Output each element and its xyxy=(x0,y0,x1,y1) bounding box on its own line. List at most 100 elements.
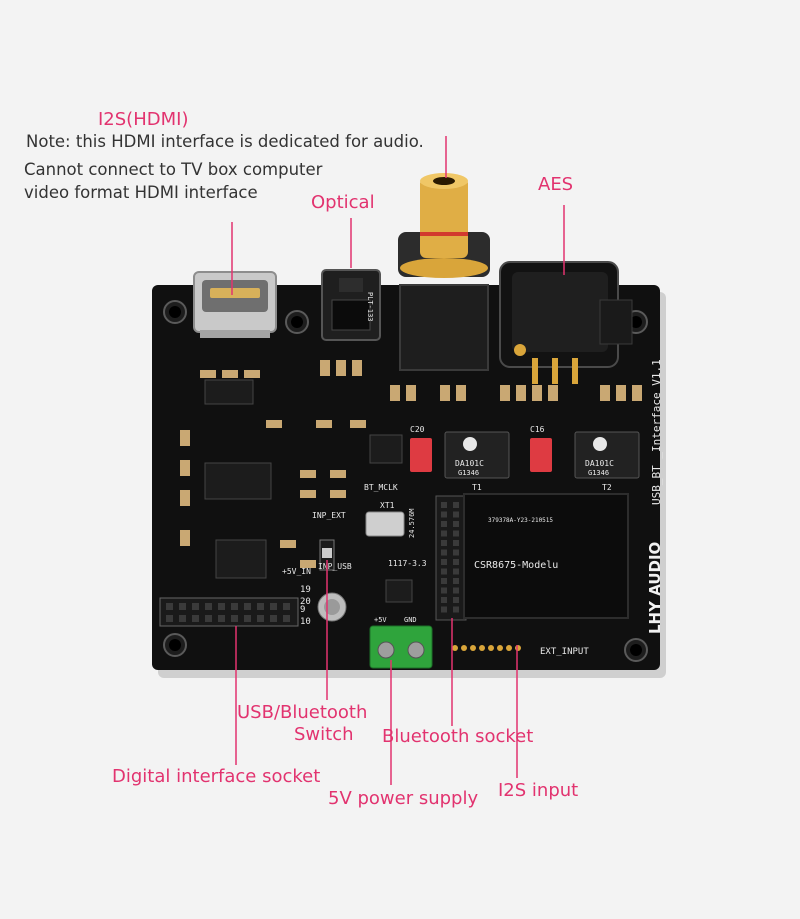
smd-components xyxy=(180,360,642,568)
ext-pin xyxy=(497,645,503,651)
cap-c16-label: C16 xyxy=(530,425,545,434)
chip2-code: G1346 xyxy=(588,469,609,477)
model-silk: USB_BT _Interface V1.1 xyxy=(650,359,663,505)
header-pin xyxy=(257,603,264,610)
pin-9: 9 xyxy=(300,605,305,615)
aes-xlr-connector xyxy=(499,261,633,384)
bt-socket-pin xyxy=(453,549,459,556)
bt-socket-pin xyxy=(453,568,459,575)
header-pin xyxy=(231,603,238,610)
inp-usb-label: INP_USB xyxy=(318,562,352,571)
term-gnd-label: GND xyxy=(404,616,417,624)
bt-socket-pin xyxy=(453,559,459,565)
callout-digital-socket: Digital interface socket xyxy=(112,766,321,787)
cap-c16 xyxy=(530,438,552,472)
cap-c20-label: C20 xyxy=(410,425,425,434)
header-pin xyxy=(270,603,277,610)
callout-usb-bt-switch-2: Switch xyxy=(294,724,354,745)
header-pin xyxy=(270,615,277,622)
power-terminal xyxy=(369,625,433,669)
header-pin xyxy=(244,615,251,622)
bt-socket-pin xyxy=(441,597,447,603)
callout-power: 5V power supply xyxy=(328,788,479,809)
ext-pin xyxy=(488,645,494,651)
note-line-1: Note: this HDMI interface is dedicated f… xyxy=(26,132,424,151)
bt-socket-header xyxy=(435,495,467,621)
bt-mclk-label: BT_MCLK xyxy=(364,483,398,492)
vin-label: +5V_IN xyxy=(282,567,311,576)
callout-optical: Optical xyxy=(311,192,375,213)
callout-aes: AES xyxy=(538,174,574,195)
callout-i2s-input: I2S input xyxy=(498,780,579,801)
xtal-freq: 24.576M xyxy=(408,508,416,538)
header-pin xyxy=(218,603,225,610)
pin-19: 19 xyxy=(300,585,311,595)
ext-pin xyxy=(470,645,476,651)
chip2-ref: T2 xyxy=(602,483,612,492)
bt-socket-pin xyxy=(441,578,447,584)
ext-input-label: EXT_INPUT xyxy=(540,647,589,657)
bt-socket-pin xyxy=(453,511,459,518)
term-5v-label: +5V xyxy=(374,616,387,624)
callout-lines xyxy=(231,136,565,785)
bt-socket-pin xyxy=(453,578,459,584)
header-pin xyxy=(231,615,238,622)
bt-socket-pin xyxy=(453,597,459,603)
chip1-code: G1346 xyxy=(458,469,479,477)
chip1-ref: T1 xyxy=(472,483,482,492)
xtal-label: XT1 xyxy=(380,501,395,510)
header-pin xyxy=(166,615,173,622)
bt-socket-pin xyxy=(441,568,447,575)
bt-socket-pin xyxy=(441,540,447,546)
chip2-label: DA101C xyxy=(585,459,614,468)
pin-10: 10 xyxy=(300,617,311,627)
bt-socket-pin xyxy=(453,502,459,508)
bt-socket-pin xyxy=(453,587,459,594)
bt-socket-pin xyxy=(441,549,447,556)
optical-silk: PLT-133 xyxy=(366,292,374,322)
brand-silk: LHY AUDIO xyxy=(646,542,664,634)
ext-pin xyxy=(479,645,485,651)
pin-20: 20 xyxy=(300,597,311,607)
bt-socket-pin xyxy=(453,521,459,527)
bt-socket-pin xyxy=(453,606,459,613)
header-pin xyxy=(192,615,199,622)
bt-socket-pin xyxy=(441,521,447,527)
bt-module-code: 379378A-Y23-210515 xyxy=(488,517,553,524)
inp-ext-label: INP_EXT xyxy=(312,511,346,520)
header-pin xyxy=(244,603,251,610)
bt-socket-pin xyxy=(441,606,447,613)
transformer-chips xyxy=(444,431,640,479)
hdmi-connector xyxy=(193,271,277,338)
bt-socket-pin xyxy=(453,530,459,537)
header-pin xyxy=(283,603,290,610)
reg-label: 1117-3.3 xyxy=(388,559,427,568)
header-pin xyxy=(205,603,212,610)
note-line-3: video format HDMI interface xyxy=(24,183,258,202)
bt-socket-pin xyxy=(453,540,459,546)
bt-socket-pin xyxy=(441,502,447,508)
callout-i2s-hdmi: I2S(HDMI) xyxy=(98,109,189,130)
chip1-label: DA101C xyxy=(455,459,484,468)
bt-socket-pin xyxy=(441,511,447,518)
rca-connector xyxy=(398,173,490,371)
callout-usb-bt-switch-1: USB/Bluetooth xyxy=(237,702,368,723)
ext-pin xyxy=(461,645,467,651)
ext-pin xyxy=(452,645,458,651)
header-pin xyxy=(179,615,186,622)
header-pin xyxy=(218,615,225,622)
header-pin xyxy=(205,615,212,622)
note-line-2: Cannot connect to TV box computer xyxy=(24,160,323,179)
header-pin xyxy=(192,603,199,610)
header-pin xyxy=(179,603,186,610)
bt-socket-pin xyxy=(441,587,447,594)
header-pin xyxy=(257,615,264,622)
ics xyxy=(204,379,413,603)
bt-module xyxy=(463,493,629,619)
digital-interface-header xyxy=(159,597,299,627)
ext-pin xyxy=(506,645,512,651)
crystal-xt1 xyxy=(365,511,405,537)
bt-socket-pin xyxy=(441,530,447,537)
callout-bluetooth-socket: Bluetooth socket xyxy=(382,726,534,747)
